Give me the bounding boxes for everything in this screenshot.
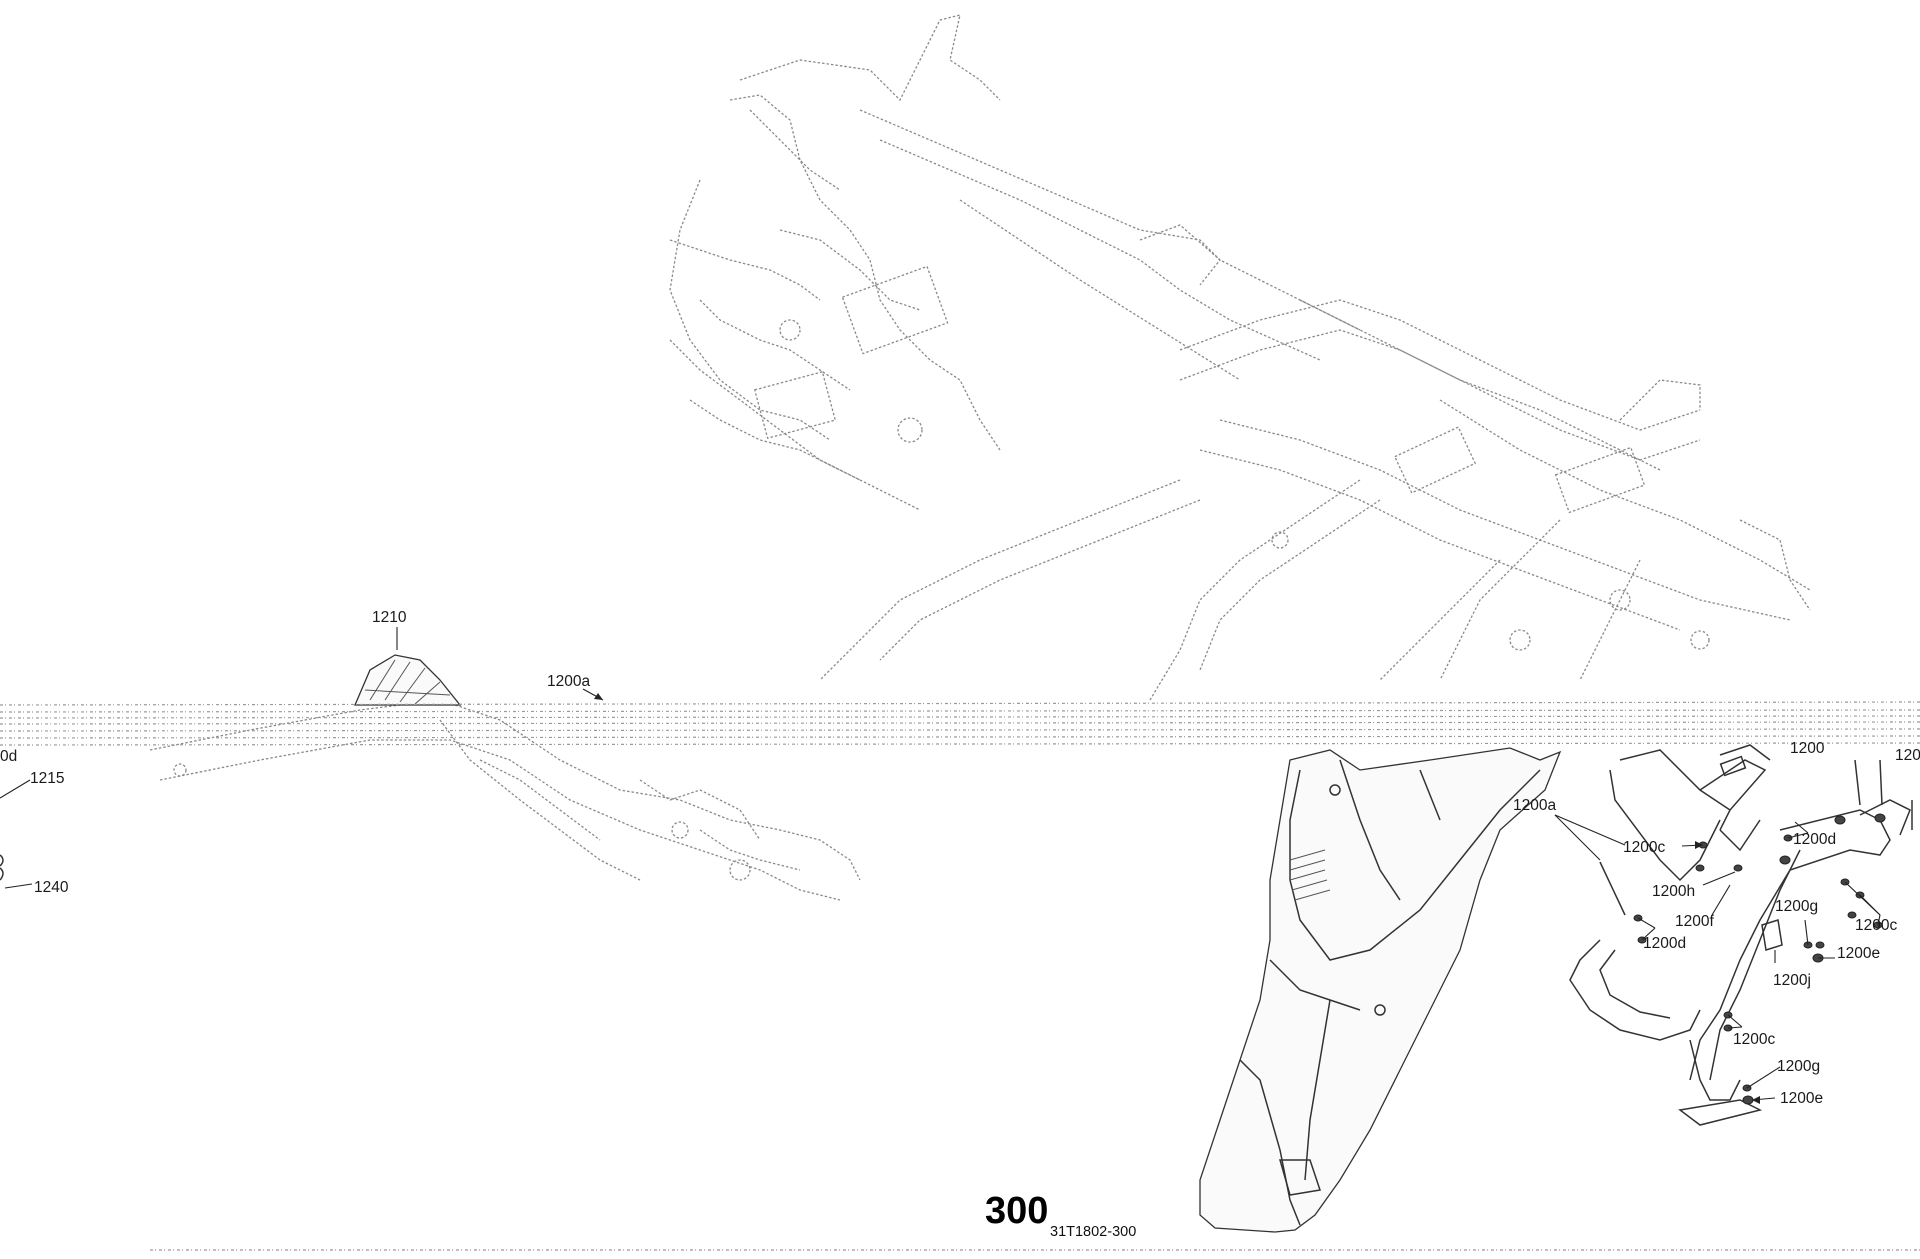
footpeg-bracket-part — [1569, 744, 1913, 1126]
callout-1240: 1240 — [34, 879, 69, 896]
callout-1200j: 1200j — [1773, 972, 1811, 989]
reference-code: 31T1802-300 — [1050, 1224, 1136, 1240]
callout-120-top: 120 — [1895, 747, 1920, 764]
page-number: 300 — [985, 1190, 1048, 1232]
callout-1200a-left: 1200a — [547, 673, 590, 690]
callout-1200e-2: 1200e — [1780, 1090, 1823, 1107]
callout-1215: 1215 — [30, 770, 64, 787]
callout-1200d-1: 1200d — [1793, 831, 1836, 848]
callout-1200-top: 1200 — [1790, 740, 1825, 757]
footrest-shield-part — [1199, 747, 1562, 1233]
leader-lines — [0, 627, 1881, 1104]
callout-1200h: 1200h — [1652, 883, 1695, 900]
callout-1200g-1: 1200g — [1775, 898, 1818, 915]
scan-noise-band — [0, 701, 1920, 1251]
callout-1210: 1210 — [372, 609, 407, 626]
callout-1200c-1: 1200c — [1623, 839, 1665, 856]
callout-1200g-2: 1200g — [1777, 1058, 1820, 1075]
callout-1200e-1: 1200e — [1837, 945, 1880, 962]
callout-0d: 0d — [0, 748, 17, 765]
callout-1200c-3: 1200c — [1733, 1031, 1775, 1048]
vehicle-frame-ghost — [669, 14, 1811, 701]
callout-labels: 1210 1200a 0d 1215 1240 1200a 1200c 1200… — [0, 609, 1920, 1107]
callout-1200a-right: 1200a — [1513, 797, 1556, 814]
callout-1200f: 1200f — [1675, 913, 1714, 930]
left-footrest-ghost — [149, 654, 861, 901]
callout-1200c-2: 1200c — [1855, 917, 1897, 934]
callout-1200d-2: 1200d — [1643, 935, 1686, 952]
